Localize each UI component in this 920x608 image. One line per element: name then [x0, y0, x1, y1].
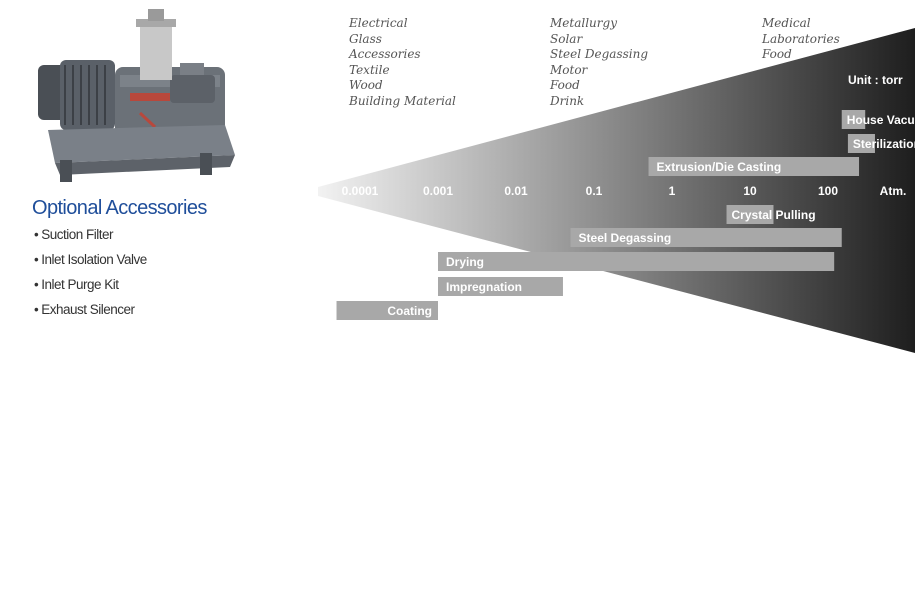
industry-item: Medical — [762, 16, 811, 30]
industry-list-mid-vacuum: Metallurgy Solar Steel Degassing Motor F… — [550, 16, 648, 110]
pressure-wedge — [318, 28, 915, 353]
axis-tick-label: 10 — [743, 184, 757, 198]
industry-item: Accessories — [349, 47, 421, 62]
vacuum-pump-image — [20, 5, 235, 190]
application-bar-label: Drying — [446, 255, 484, 269]
pressure-axis-ticks: 0.0001 0.001 0.01 0.1 1 10 100 Atm. — [342, 184, 907, 198]
industry-item: Food — [762, 47, 792, 62]
application-bar — [847, 134, 875, 153]
industry-list-low-vacuum: Electrical Glass Accessories Textile Woo… — [349, 16, 456, 110]
industry-item: Textile — [349, 62, 390, 77]
application-bar-label: Steel Degassing — [579, 231, 672, 245]
unit-label: Unit : torr — [848, 73, 903, 87]
application-bar — [438, 252, 835, 271]
application-bar-label: House Vacuum — [847, 113, 920, 127]
application-bar — [438, 277, 563, 296]
accessories-list: Suction Filter Inlet Isolation Valve Inl… — [34, 227, 147, 327]
industry-item: Food — [550, 78, 580, 93]
industry-item: Metallurgy — [550, 16, 617, 30]
axis-tick-label: 0.01 — [504, 184, 528, 198]
application-bar-label: Coating — [387, 304, 432, 318]
axis-tick-label: 1 — [669, 184, 676, 198]
optional-accessories-heading: Optional Accessories — [32, 197, 207, 219]
accessory-item: Inlet Purge Kit — [34, 277, 147, 302]
application-bar-label: Sterilization — [853, 137, 920, 151]
accessory-item: Suction Filter — [34, 227, 147, 252]
industry-item: Motor — [550, 62, 588, 77]
application-bar — [336, 301, 438, 320]
axis-tick-label: Atm. — [880, 184, 907, 198]
axis-tick-label: 0.001 — [423, 184, 453, 198]
application-bar — [570, 228, 842, 247]
application-bar-label: Extrusion/Die Casting — [657, 160, 782, 174]
axis-tick-label: 0.0001 — [342, 184, 379, 198]
axis-tick-label: 0.1 — [586, 184, 603, 198]
industry-item: Drink — [550, 93, 585, 108]
industry-item: Solar — [550, 31, 583, 46]
application-bar-label: Crystal Pulling — [732, 208, 816, 222]
axis-tick-label: 100 — [818, 184, 838, 198]
application-bars: House VacuumSterilizationExtrusion/Die C… — [336, 110, 920, 320]
industry-item: Laboratories — [762, 31, 840, 46]
application-bar — [648, 157, 860, 176]
industry-list-high-pressure: Medical Laboratories Food — [762, 16, 840, 63]
application-bar-label: Impregnation — [446, 280, 522, 294]
industry-item: Building Material — [349, 93, 456, 108]
application-bar — [726, 205, 774, 224]
accessory-item: Inlet Isolation Valve — [34, 252, 147, 277]
industry-item: Wood — [349, 78, 383, 93]
industry-item: Glass — [349, 31, 382, 46]
industry-item: Steel Degassing — [550, 47, 649, 62]
industry-item: Electrical — [349, 16, 408, 30]
application-bar — [841, 110, 866, 129]
accessory-item: Exhaust Silencer — [34, 302, 147, 327]
